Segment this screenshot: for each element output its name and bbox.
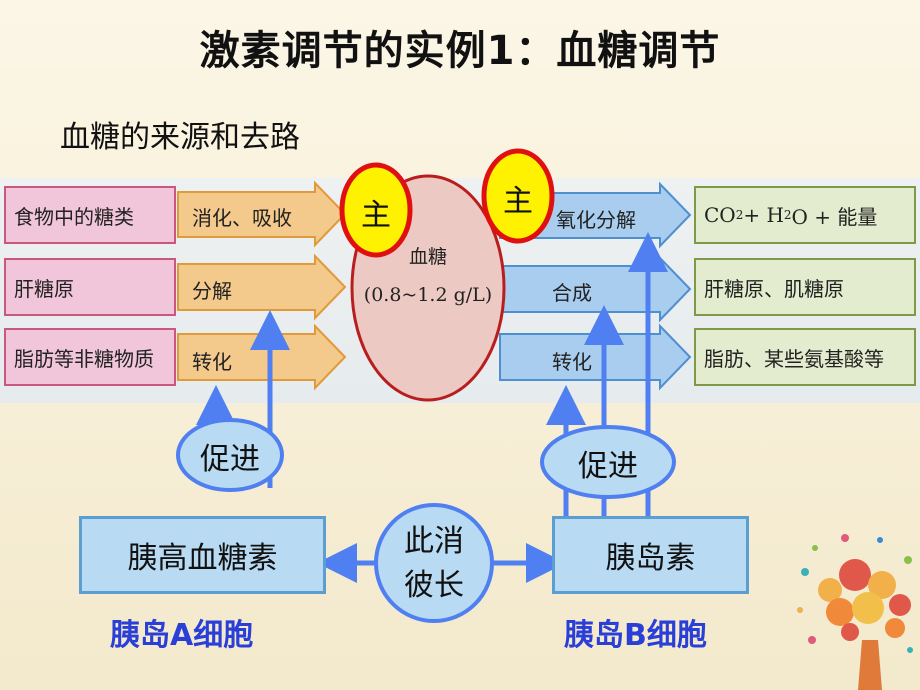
arrow-synthesize (499, 255, 692, 323)
insulin-box: 胰岛素 (552, 516, 749, 594)
h-text: + H (743, 203, 784, 227)
process-convert-right: 转化 (552, 350, 592, 374)
main-mark-left-text: 主 (361, 198, 391, 233)
promote-ellipse-left (176, 418, 284, 492)
co2-subscript: 2 (735, 208, 744, 222)
blood-sugar-label: 血糖 (408, 246, 447, 268)
antagonism-line-1: 此消 (404, 524, 464, 559)
process-oxidize: 氧化分解 (556, 208, 636, 232)
sink-glycogen: 肝糖原、肌糖原 (694, 258, 916, 316)
page-title: 激素调节的实例1：血糖调节 (199, 28, 721, 74)
main-mark-right (481, 148, 555, 244)
islet-a-cell-label: 胰岛A细胞 (110, 618, 254, 653)
co-text: CO (704, 203, 736, 227)
o-energy-text: O + 能量 (791, 204, 878, 229)
blood-sugar-range: (0.8~1.2 g/L) (363, 284, 493, 306)
promote-ellipse-right (540, 425, 676, 499)
promote-right-text: 促进 (578, 449, 638, 484)
process-decompose: 分解 (192, 279, 232, 303)
process-synthesize: 合成 (552, 281, 592, 305)
subtitle: 血糖的来源和去路 (60, 120, 300, 155)
source-non-sugar: 脂肪等非糖物质 (4, 328, 176, 386)
arrow-decompose (177, 253, 347, 321)
arrow-digestion (177, 180, 347, 248)
promote-left-text: 促进 (200, 442, 260, 477)
brain-logo (797, 534, 913, 690)
antagonism-line-2: 彼长 (404, 568, 464, 603)
source-liver-glycogen: 肝糖原 (4, 258, 176, 316)
process-digest-absorb: 消化、吸收 (192, 206, 292, 230)
sink-fat-amino: 脂肪、某些氨基酸等 (694, 328, 916, 386)
arrow-convert-right (499, 323, 692, 391)
islet-b-cell-label: 胰岛B细胞 (564, 618, 707, 653)
arrow-convert-left (177, 323, 347, 391)
source-food-carbs: 食物中的糖类 (4, 186, 176, 244)
process-convert-left: 转化 (192, 350, 232, 374)
left-arrows (177, 180, 347, 391)
main-mark-left (339, 162, 413, 258)
antagonism-text: 此消 彼长 (376, 520, 492, 608)
h2o-subscript: 2 (783, 208, 792, 222)
glucagon-box: 胰高血糖素 (79, 516, 326, 594)
main-mark-right-text: 主 (503, 184, 533, 219)
